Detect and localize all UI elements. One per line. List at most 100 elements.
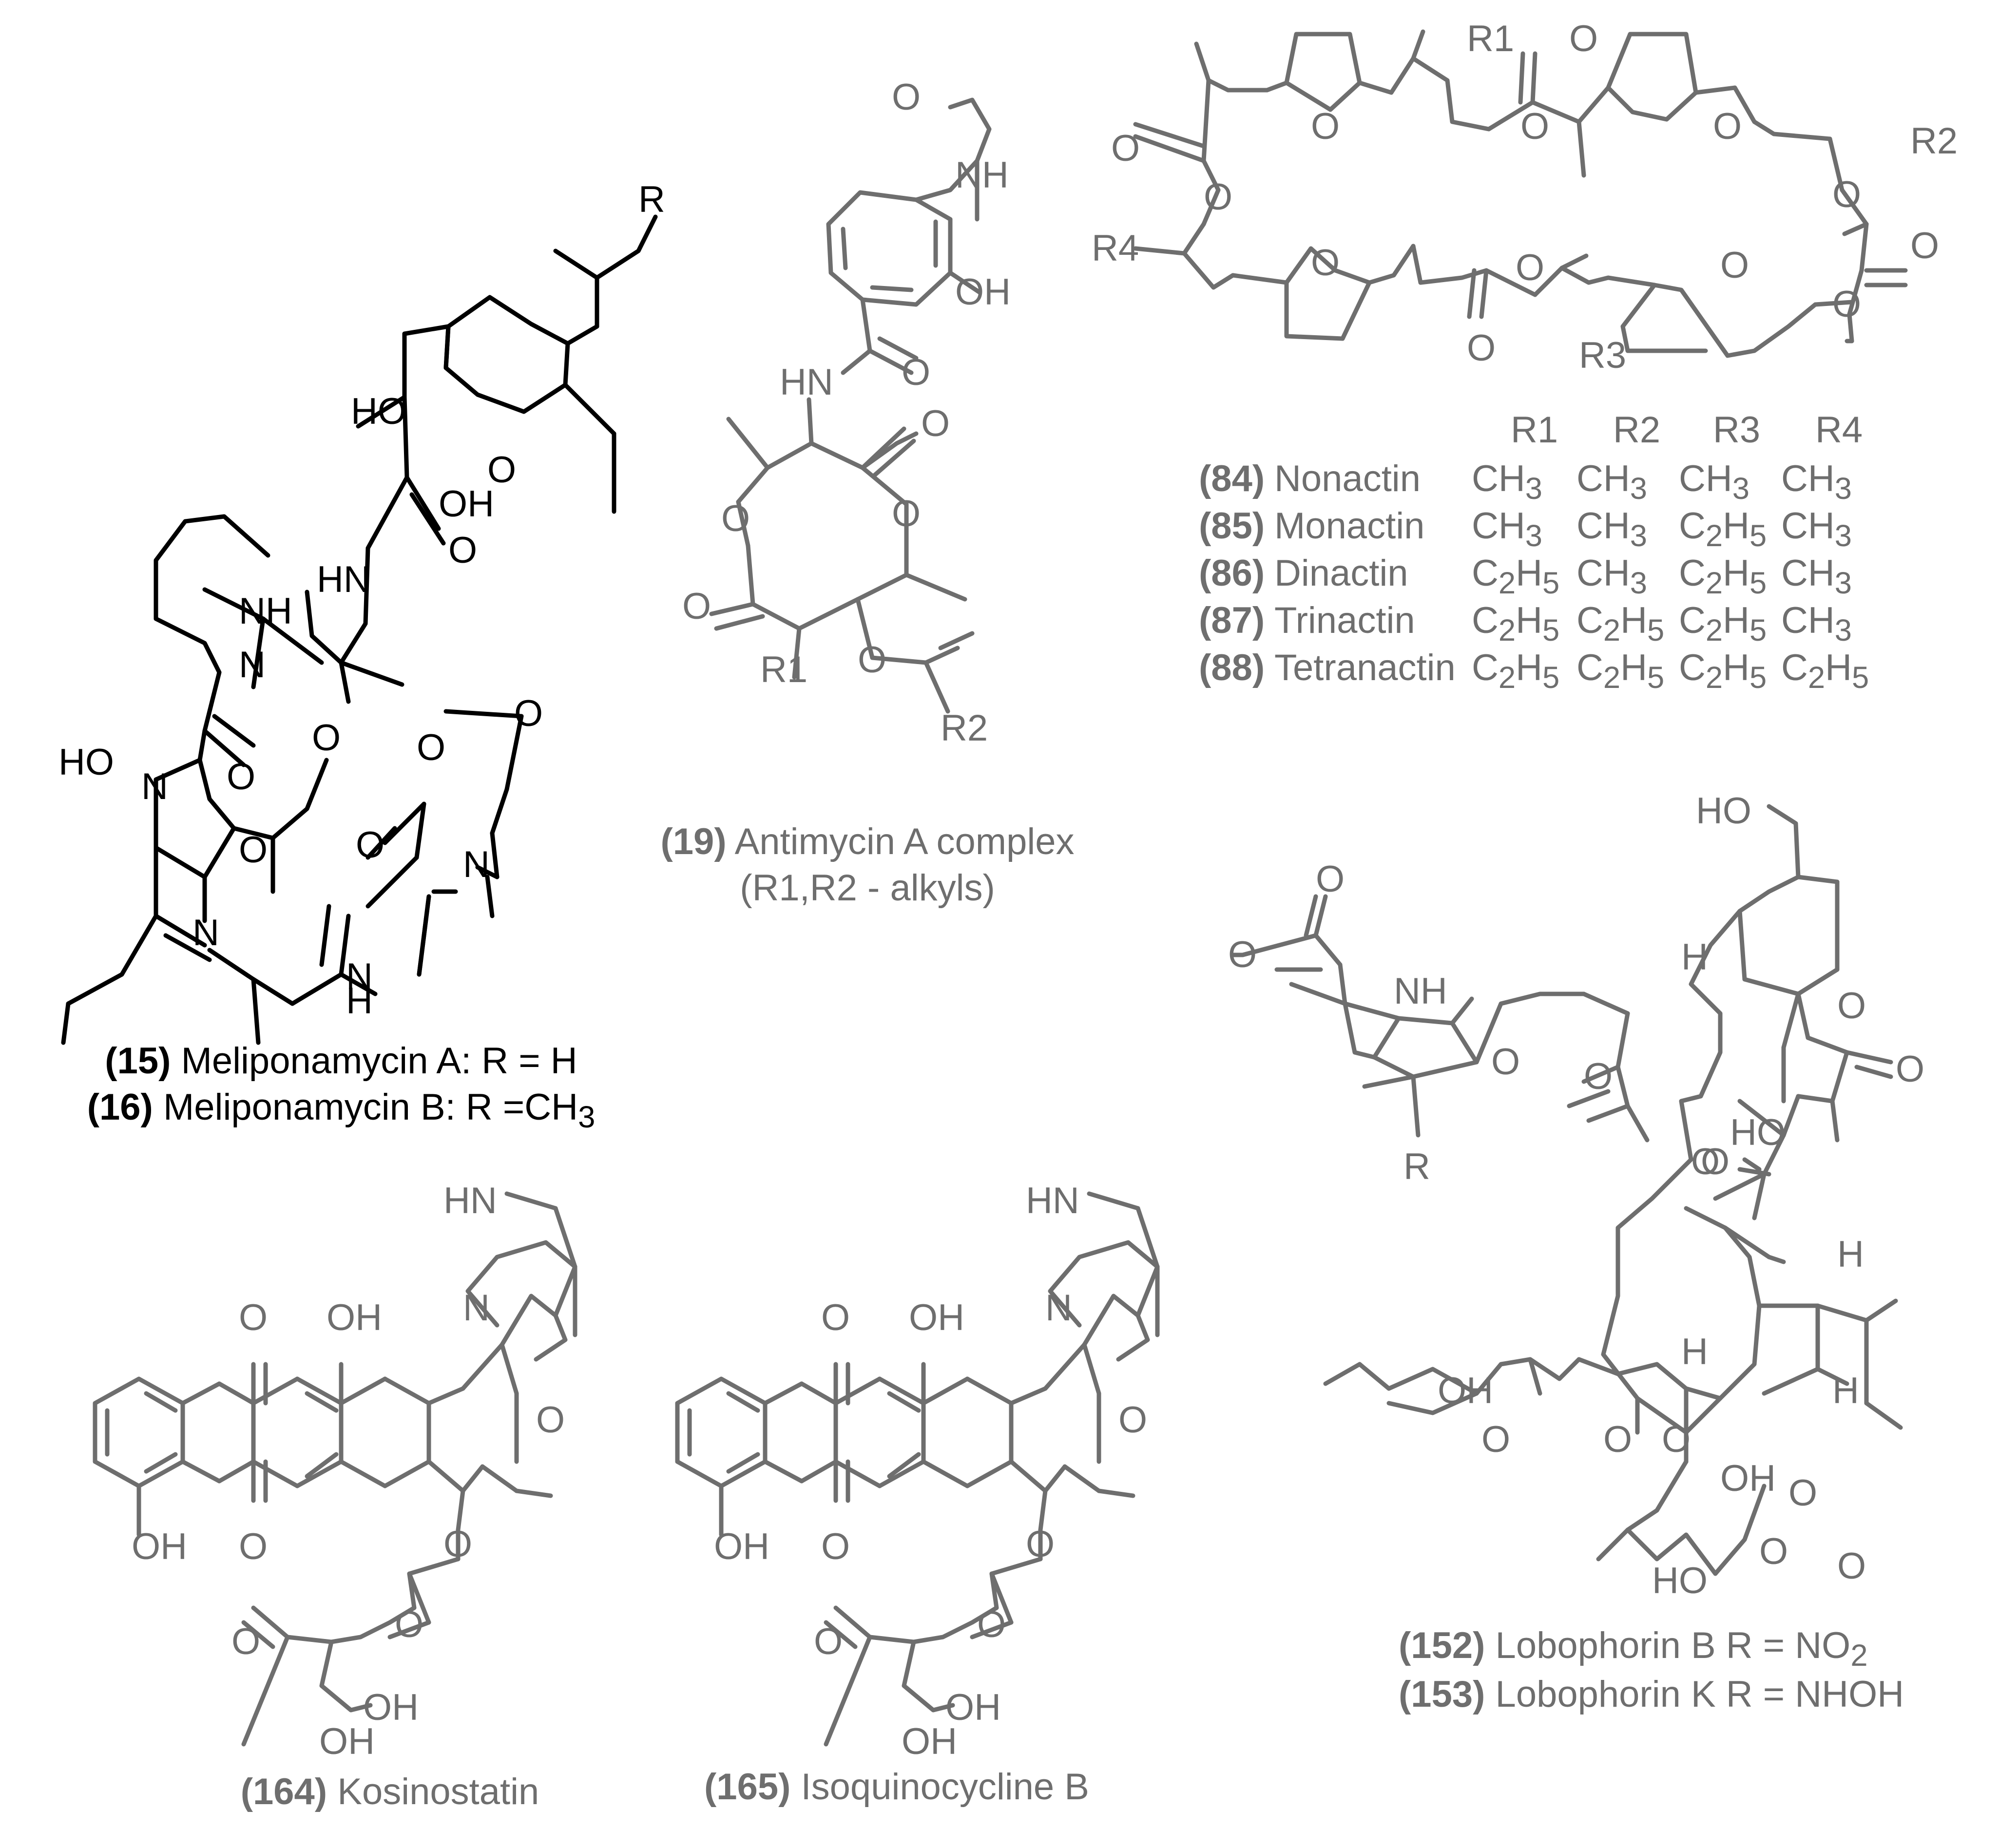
atom-label: O — [902, 352, 930, 393]
compound-name: Nonactin — [1274, 458, 1421, 499]
table-header: R3 — [1713, 409, 1761, 451]
substituent-cell: C2H5 — [1472, 600, 1560, 648]
subscript: 3 — [1630, 472, 1648, 506]
nonactin-structure — [1133, 29, 1908, 358]
compound-name: Meliponamycin B: R =CH — [163, 1086, 578, 1128]
compound-name: Kosinostatin — [337, 1771, 539, 1812]
subscript: 3 — [1834, 566, 1852, 601]
compound-number: (86) — [1199, 552, 1265, 594]
atom-label: R — [638, 179, 665, 220]
atom-label: O — [1111, 128, 1140, 169]
atom-label: O — [231, 1621, 260, 1662]
substituent-cell: C2H5 — [1679, 600, 1767, 648]
subscript: 3 — [1834, 519, 1852, 553]
atom-label: O — [1311, 106, 1340, 147]
compound-name: Antimycin A complex — [734, 821, 1075, 862]
subscript: 3 — [1630, 566, 1648, 601]
atom-label: O — [1662, 1419, 1691, 1460]
compound-name: Meliponamycin A: R = H — [181, 1040, 577, 1082]
atom-label: O — [1691, 1141, 1720, 1182]
substituent-cell: C2H5 — [1679, 647, 1767, 695]
atom-label: O — [1481, 1419, 1510, 1460]
atom-label: O — [1118, 1399, 1147, 1441]
atom-label: O — [1204, 176, 1232, 218]
compound-number: (16) — [87, 1086, 153, 1128]
atom-label: O — [977, 1604, 1006, 1645]
subscript: 3 — [1732, 472, 1750, 506]
antimycin-structure — [709, 97, 992, 714]
compound-name: Trinactin — [1274, 600, 1415, 641]
atom-label: O — [227, 756, 255, 798]
atom-label: O — [417, 727, 445, 768]
atom-label: O — [1701, 1141, 1730, 1182]
compound-number: (87) — [1199, 600, 1265, 641]
substituent-cell: C2H5 — [1679, 552, 1767, 601]
subscript: 3 — [1834, 613, 1852, 648]
atom-label: O — [536, 1399, 565, 1441]
atom-label: N — [346, 956, 373, 997]
compound-name: Dinactin — [1274, 552, 1408, 594]
atom-label: R2 — [941, 707, 988, 749]
substituent-cell: C2H5 — [1679, 505, 1767, 553]
subscript: 3 — [1525, 519, 1543, 553]
atom-label: O — [448, 530, 477, 571]
atom-label: HN — [317, 559, 370, 600]
atom-label: OH — [714, 1526, 769, 1567]
atom-label: N — [463, 1287, 490, 1329]
atom-label: N — [239, 644, 266, 686]
subscript: 2 — [1807, 661, 1826, 695]
atom-label: O — [821, 1297, 850, 1338]
atom-label: OH — [363, 1687, 419, 1728]
atom-label: O — [1491, 1041, 1520, 1083]
atom-label: R — [1403, 1146, 1430, 1187]
substituent-cell: C2H5 — [1472, 647, 1560, 695]
atom-label: O — [1832, 284, 1861, 325]
substituent-cell: CH3 — [1576, 552, 1648, 601]
isoquinocycline-atom-labels: HN N O OH O OH O O O O OH OH — [714, 1180, 1147, 1762]
subscript: 2 — [1498, 661, 1516, 695]
atom-label: O — [1584, 1056, 1613, 1097]
atom-label: O — [1467, 327, 1496, 369]
subscript: 5 — [1647, 661, 1665, 695]
atom-label: HO — [1730, 1112, 1786, 1153]
subscript: 2 — [1498, 566, 1516, 601]
atom-label: O — [312, 717, 341, 759]
caption-meliponamycin-b: (16) Meliponamycin B: R =CH3 — [87, 1084, 596, 1141]
subscript: 5 — [1749, 519, 1767, 553]
atom-label: N — [141, 766, 168, 807]
atom-label: O — [239, 1297, 268, 1338]
atom-label: R3 — [1579, 335, 1626, 376]
compound-number: (153) — [1399, 1674, 1485, 1715]
subscript: 5 — [1749, 613, 1767, 648]
substituent-cell: CH3 — [1781, 458, 1852, 506]
atom-label: O — [1832, 174, 1861, 215]
compound-name: Lobophorin K R = NHOH — [1495, 1674, 1904, 1715]
atom-label: O — [721, 498, 750, 539]
substituent-cell: C2H5 — [1472, 552, 1560, 601]
atom-label: R4 — [1092, 228, 1139, 269]
subscript: 2 — [1603, 613, 1621, 648]
atom-label: O — [1896, 1048, 1924, 1090]
compound-name: Monactin — [1274, 505, 1425, 547]
compound-name: Tetranactin — [1274, 647, 1456, 688]
compound-number: (88) — [1199, 647, 1265, 688]
atom-label: O — [1603, 1419, 1632, 1460]
compound-name: Lobophorin B R = NO — [1495, 1625, 1851, 1666]
subscript: 2 — [1705, 661, 1723, 695]
caption-antimycin: (19) Antimycin A complex — [660, 819, 1074, 865]
subscript: 2 — [1705, 519, 1723, 553]
subscript: 5 — [1852, 661, 1869, 695]
compound-note: (R1,R2 - alkyls) — [740, 867, 995, 909]
substituent-cell: CH3 — [1679, 458, 1750, 506]
atom-label: O — [1759, 1531, 1788, 1572]
atom-label: O — [921, 403, 950, 444]
substituent-cell: CH3 — [1576, 505, 1648, 553]
atom-label: OH — [319, 1721, 375, 1762]
substituent-cell: C2H5 — [1781, 647, 1869, 695]
atom-label: O — [892, 493, 921, 534]
subscript: 2 — [1705, 613, 1723, 648]
atom-label: H — [1681, 936, 1708, 978]
